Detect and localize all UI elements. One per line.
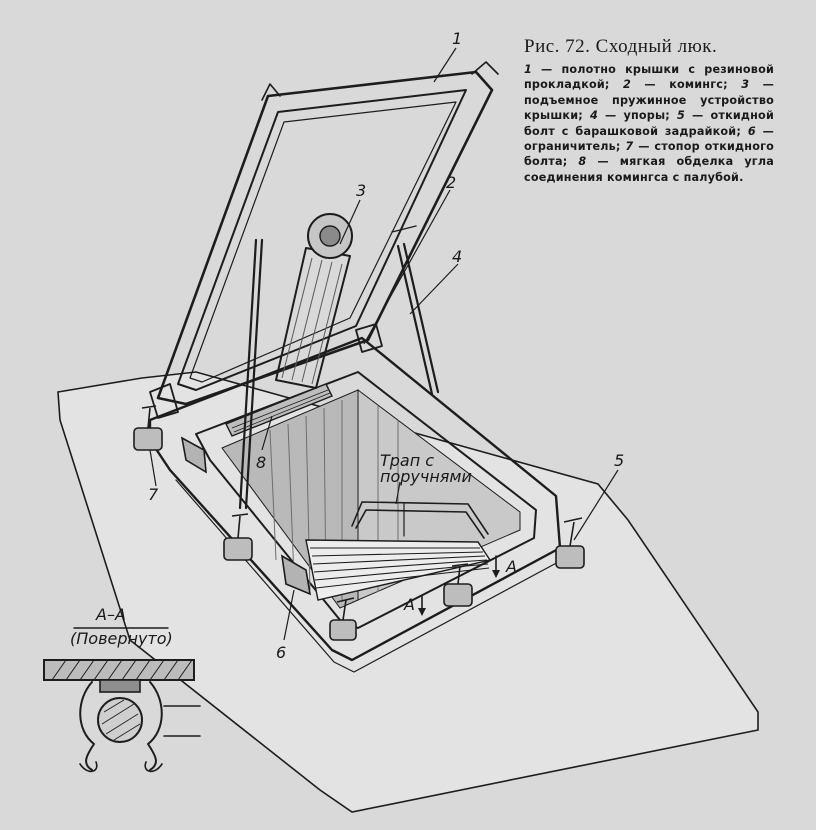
lid-stays <box>238 225 440 510</box>
legend-num-5: 5 <box>677 109 685 123</box>
callout-2: 2 <box>446 173 456 192</box>
ladder-label-line1: Трап с <box>380 451 434 470</box>
legend-num-7: 7 <box>625 140 634 154</box>
legend-num-1: 1 <box>524 63 532 76</box>
callout-5: 5 <box>614 451 624 470</box>
callout-3: 3 <box>356 181 366 200</box>
limiter <box>180 436 312 596</box>
legend-text-2: — комингс; <box>631 78 742 92</box>
hatch-lid <box>149 61 499 419</box>
legend-text-6: — ограничитель; <box>524 124 774 154</box>
section-subtitle: (Повернуто) <box>70 629 173 648</box>
legend-num-6: 6 <box>747 124 756 138</box>
legend-num-2: 2 <box>623 78 631 92</box>
ladder <box>305 501 492 601</box>
callout-1: 1 <box>452 29 462 48</box>
section-mark-a-right: А <box>505 557 517 576</box>
legend-num-3: 3 <box>741 78 750 92</box>
section-marks: А А <box>403 555 517 616</box>
section-detail: А–А (Повернуто) <box>43 605 201 773</box>
deck-sheet <box>57 371 759 813</box>
callout-7: 7 <box>148 485 159 504</box>
spring-lift <box>275 213 353 389</box>
figure-title: Рис. 72. Сходный люк. <box>524 36 718 57</box>
corner-trim <box>225 383 333 437</box>
figure-legend: 1 — полотно крышки с резиновой прокладко… <box>524 62 774 185</box>
legend-num-4: 4 <box>589 109 598 123</box>
callout-8: 8 <box>256 453 266 472</box>
legend-text-1: — полотно крышки с резиновой прокладкой; <box>524 63 774 92</box>
section-title: А–А <box>95 605 126 624</box>
ladder-label-line2: поручнями <box>380 467 472 486</box>
legend-text-8: — мягкая обделка угла соединения комингс… <box>524 155 774 184</box>
figure-caption: Рис. 72. Сходный люк. 1 — полотно крышки… <box>524 36 774 185</box>
section-mark-a-left: А <box>403 595 415 614</box>
callout-6: 6 <box>276 643 286 662</box>
legend-text-3: — подъемное пружинное устройство крышки; <box>524 78 774 123</box>
toggle-bolt <box>133 427 585 641</box>
legend-text-4: — упоры; <box>597 109 678 123</box>
legend-text-5: — откидной болт с барашковой задрайкой; <box>524 109 774 138</box>
legend-num-8: 8 <box>578 155 587 169</box>
legend-text-7: — стопор откидного болта; <box>524 140 775 169</box>
callout-4: 4 <box>452 247 462 266</box>
